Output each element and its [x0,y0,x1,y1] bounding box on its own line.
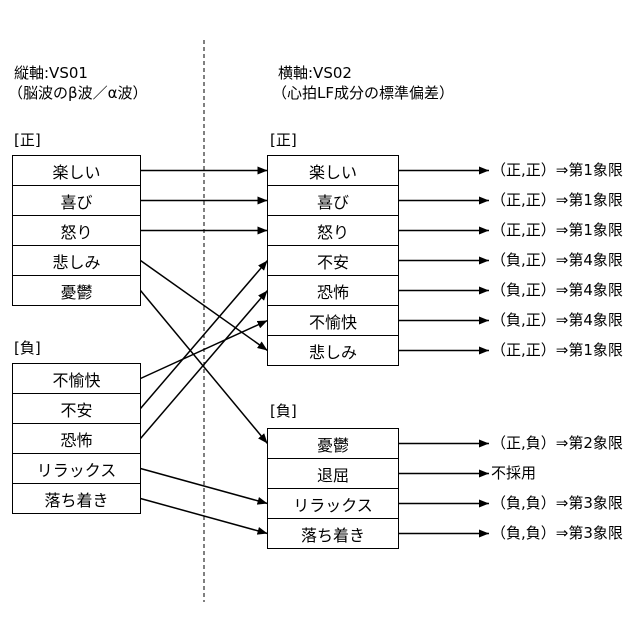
quadrant-result: （負,負）⇒第3象限 [491,488,623,518]
right-emotion-box: リラックス [267,488,399,519]
left-emotion-box: 不安 [12,393,141,424]
connection-arrow [141,291,268,439]
right-emotion-box: 落ち着き [267,518,399,549]
left-emotion-box: 悲しみ [12,245,141,276]
left-axis-subtitle: （脳波のβ波／α波） [8,84,147,102]
left-negative-label: [負] [14,339,41,357]
left-positive-label: [正] [14,131,41,149]
left-emotion-box: 楽しい [12,155,141,186]
right-emotion-box: 悲しみ [267,335,399,366]
right-emotion-box: 喜び [267,185,399,216]
left-emotion-box: 恐怖 [12,423,141,454]
connection-arrow [141,499,268,534]
quadrant-result: （正,正）⇒第1象限 [491,335,623,365]
right-emotion-box: 退屈 [267,458,399,489]
left-emotion-box: リラックス [12,453,141,484]
right-positive-label: [正] [270,131,297,149]
left-emotion-box: 怒り [12,215,141,246]
quadrant-result: （負,正）⇒第4象限 [491,305,623,335]
right-emotion-box: 不安 [267,245,399,276]
right-axis-subtitle: （心拍LF成分の標準偏差） [272,84,454,102]
left-axis-title: 縦軸:VS01 [14,64,88,82]
quadrant-result: （正,正）⇒第1象限 [491,215,623,245]
quadrant-result: （負,正）⇒第4象限 [491,275,623,305]
left-emotion-box: 不愉快 [12,363,141,394]
quadrant-result: （負,負）⇒第3象限 [491,518,623,548]
connection-arrow [141,469,268,504]
quadrant-result: （正,正）⇒第1象限 [491,155,623,185]
connection-arrow [141,321,268,379]
quadrant-result: （正,正）⇒第1象限 [491,185,623,215]
connection-arrow [141,261,268,409]
right-emotion-box: 楽しい [267,155,399,186]
left-emotion-box: 落ち着き [12,483,141,514]
left-emotion-box: 憂鬱 [12,275,141,306]
connection-arrow [141,291,268,444]
quadrant-result: （正,負）⇒第2象限 [491,428,623,458]
right-emotion-box: 憂鬱 [267,428,399,459]
connection-arrow [141,261,268,351]
right-axis-title: 横軸:VS02 [278,64,352,82]
left-emotion-box: 喜び [12,185,141,216]
quadrant-result: 不採用 [491,458,536,488]
right-emotion-box: 不愉快 [267,305,399,336]
quadrant-result: （負,正）⇒第4象限 [491,245,623,275]
right-emotion-box: 恐怖 [267,275,399,306]
right-emotion-box: 怒り [267,215,399,246]
right-negative-label: [負] [270,402,297,420]
